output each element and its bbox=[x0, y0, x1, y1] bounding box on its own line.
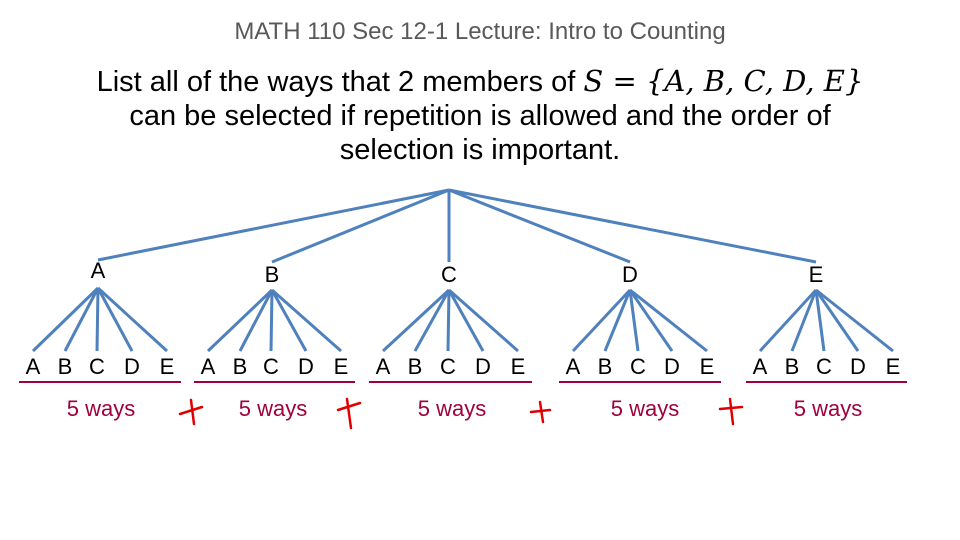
plus-sign-4 bbox=[718, 397, 744, 426]
second-pick-label-b-e: E bbox=[333, 354, 349, 379]
first-pick-label-a: A bbox=[90, 258, 106, 283]
branch-a-e bbox=[96, 286, 169, 353]
branch-d-c bbox=[628, 289, 640, 352]
first-pick-label-e: E bbox=[808, 262, 824, 287]
second-pick-label-a-c: C bbox=[89, 354, 105, 379]
second-pick-label-e-b: B bbox=[784, 354, 800, 379]
handwritten-plus-signs bbox=[178, 397, 744, 430]
second-pick-label-d-d: D bbox=[664, 354, 680, 379]
branch-d-b bbox=[603, 289, 632, 352]
root-branch-d bbox=[448, 188, 631, 264]
plus-sign-1 bbox=[178, 398, 204, 426]
branch-b-a bbox=[206, 288, 274, 353]
second-pick-label-e-d: D bbox=[850, 354, 866, 379]
question-text: List all of the ways that 2 members of S… bbox=[40, 64, 920, 167]
second-pick-label-a-b: B bbox=[57, 354, 73, 379]
second-pick-label-d-a: A bbox=[565, 354, 581, 379]
group-count-e: 5 ways bbox=[793, 396, 863, 421]
question-line-1-text: List all of the ways that 2 members of bbox=[96, 66, 584, 98]
second-pick-label-e-c: C bbox=[816, 354, 832, 379]
second-pick-label-e-a: A bbox=[752, 354, 768, 379]
root-branch-b bbox=[271, 188, 450, 264]
second-pick-label-a-e: E bbox=[159, 354, 175, 379]
branch-c-a bbox=[381, 288, 451, 353]
second-pick-label-b-d: D bbox=[298, 354, 314, 379]
branch-c-e bbox=[448, 288, 519, 353]
first-pick-label-c: C bbox=[441, 262, 457, 287]
second-pick-label-c-c: C bbox=[440, 354, 456, 379]
second-pick-label-b-a: A bbox=[200, 354, 216, 379]
root-branch-e bbox=[448, 188, 817, 264]
plus-sign-2 bbox=[336, 397, 362, 430]
branch-a-a bbox=[31, 286, 100, 353]
second-pick-label-c-a: A bbox=[375, 354, 391, 379]
second-pick-label-c-d: D bbox=[475, 354, 491, 379]
branch-e-d bbox=[814, 289, 860, 352]
branch-e-a bbox=[758, 288, 818, 353]
question-line-1: List all of the ways that 2 members of S… bbox=[40, 64, 920, 99]
slide-header: MATH 110 Sec 12-1 Lecture: Intro to Coun… bbox=[234, 18, 726, 45]
second-pick-label-d-c: C bbox=[630, 354, 646, 379]
question-line-2: can be selected if repetition is allowed… bbox=[129, 100, 831, 132]
question-line-3: selection is important. bbox=[339, 134, 621, 166]
second-pick-label-d-e: E bbox=[699, 354, 715, 379]
branch-a-d bbox=[96, 287, 134, 352]
branch-c-b bbox=[413, 289, 451, 352]
group-count-b: 5 ways bbox=[238, 396, 308, 421]
branch-a-c bbox=[95, 287, 100, 352]
tree-branches bbox=[31, 188, 894, 353]
branch-b-e bbox=[271, 288, 342, 353]
branch-c-c bbox=[446, 289, 451, 352]
set-notation: S = {A, B, C, D, E} bbox=[583, 64, 864, 98]
branch-e-e bbox=[815, 288, 894, 353]
branch-b-d bbox=[270, 289, 308, 352]
branch-b-c bbox=[269, 289, 274, 352]
first-pick-label-d: D bbox=[622, 262, 638, 287]
second-pick-label-a-a: A bbox=[25, 354, 41, 379]
second-pick-label-c-b: B bbox=[407, 354, 423, 379]
second-pick-label-e-e: E bbox=[885, 354, 901, 379]
second-pick-label-b-c: C bbox=[263, 354, 279, 379]
branch-d-e bbox=[629, 288, 708, 353]
first-pick-label-b: B bbox=[264, 262, 280, 287]
group-count-c: 5 ways bbox=[417, 396, 487, 421]
branch-a-b bbox=[63, 287, 100, 352]
plus-sign-3 bbox=[529, 400, 552, 424]
branch-b-b bbox=[238, 289, 274, 352]
second-pick-label-a-d: D bbox=[124, 354, 140, 379]
root-branch-a bbox=[97, 188, 450, 262]
branch-d-d bbox=[628, 289, 674, 352]
branch-e-b bbox=[790, 289, 818, 352]
second-pick-label-d-b: B bbox=[597, 354, 613, 379]
branch-d-a bbox=[571, 288, 632, 353]
branch-c-d bbox=[447, 289, 485, 352]
group-count-d: 5 ways bbox=[610, 396, 680, 421]
second-pick-label-c-e: E bbox=[510, 354, 526, 379]
group-count-a: 5 ways bbox=[66, 396, 136, 421]
branch-e-c bbox=[814, 289, 826, 352]
second-pick-label-b-b: B bbox=[232, 354, 248, 379]
